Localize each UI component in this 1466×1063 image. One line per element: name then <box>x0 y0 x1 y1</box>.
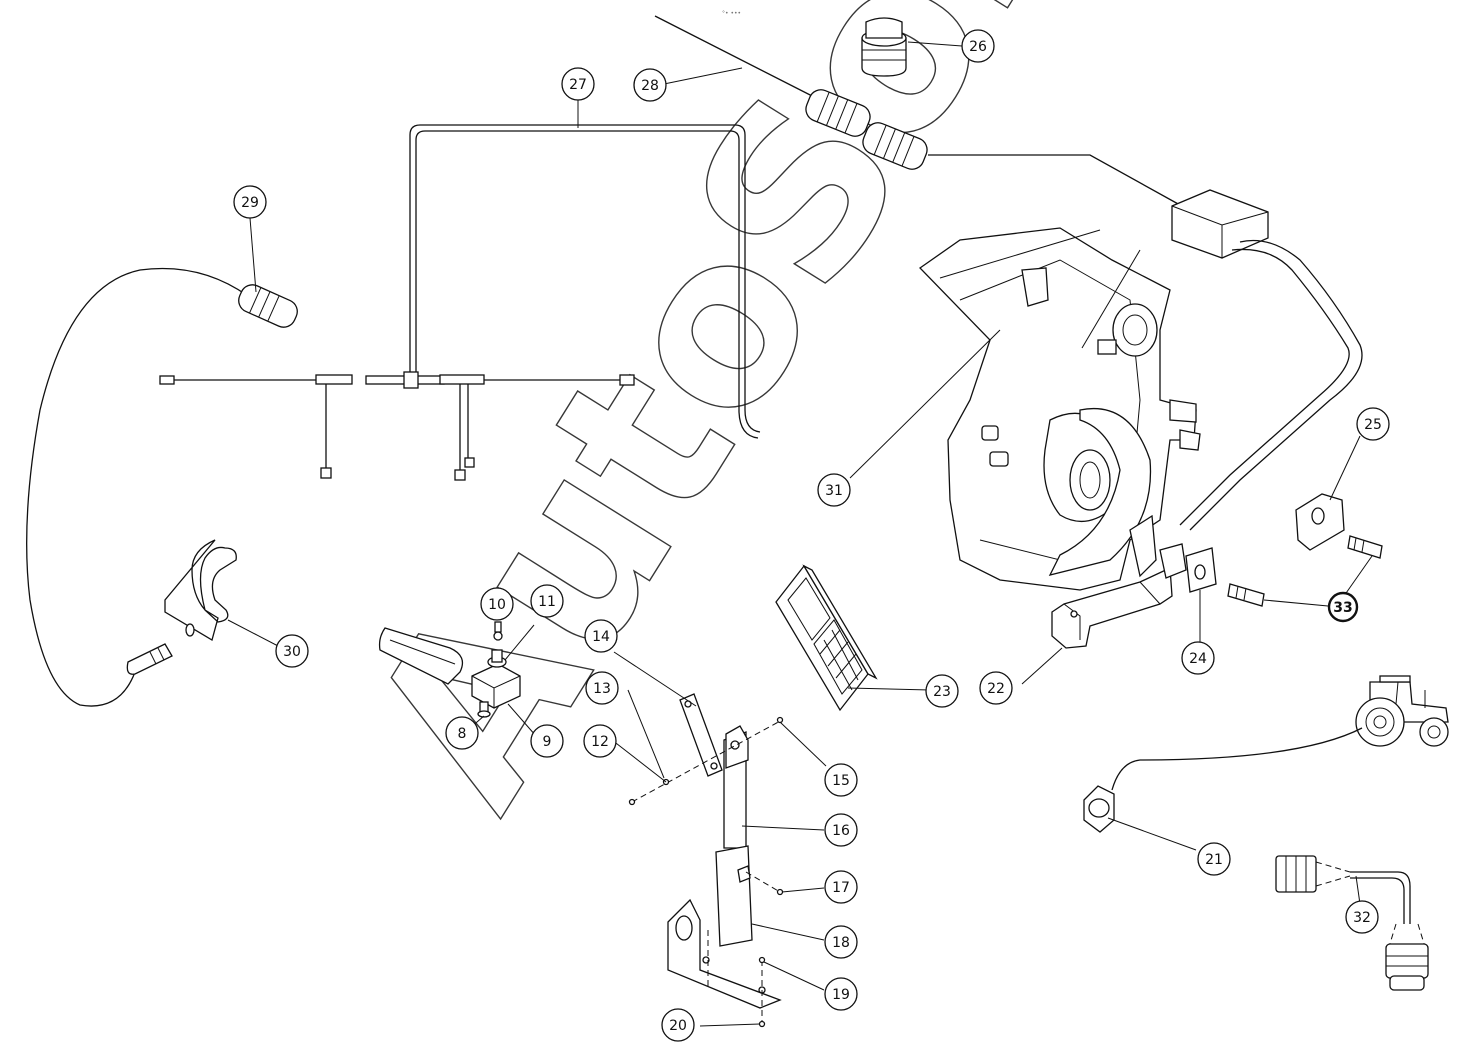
frame-31 <box>849 227 1201 591</box>
callout-12: 12 <box>583 724 617 758</box>
callout-24: 24 <box>1181 641 1215 675</box>
svg-text:11: 11 <box>538 594 556 610</box>
callout-11: 11 <box>530 584 564 618</box>
svg-text:25: 25 <box>1364 417 1382 433</box>
adapter-32 <box>1275 855 1429 991</box>
svg-text:8: 8 <box>458 726 467 742</box>
callout-15: 15 <box>824 763 858 797</box>
terminal-23 <box>775 564 931 712</box>
connector-26 <box>861 17 963 77</box>
callout-31: 31 <box>817 473 851 507</box>
svg-text:17: 17 <box>832 880 850 896</box>
svg-text:30: 30 <box>283 644 301 660</box>
callout-30: 30 <box>275 634 309 668</box>
svg-text:21: 21 <box>1205 852 1223 868</box>
svg-text:20: 20 <box>669 1018 687 1034</box>
callout-18: 18 <box>824 925 858 959</box>
svg-text:16: 16 <box>832 823 850 839</box>
svg-text:14: 14 <box>592 629 610 645</box>
svg-text:32: 32 <box>1353 910 1371 926</box>
bracket-22 <box>1021 514 1187 685</box>
svg-text:27: 27 <box>569 77 587 93</box>
callout-22: 22 <box>979 671 1013 705</box>
callout-10: 10 <box>480 587 514 621</box>
callout-33: 33 <box>1327 591 1359 623</box>
svg-text:15: 15 <box>832 773 850 789</box>
callout-29: 29 <box>233 185 267 219</box>
svg-text:°• •••: °• ••• <box>722 10 741 17</box>
svg-text:28: 28 <box>641 78 659 94</box>
callout-28: 28 <box>633 68 667 102</box>
callout-27: 27 <box>561 67 595 101</box>
svg-text:19: 19 <box>832 987 850 1003</box>
svg-text:13: 13 <box>593 681 611 697</box>
harness-27 <box>409 100 761 439</box>
bracket-30 <box>126 539 281 675</box>
svg-text:12: 12 <box>591 734 609 750</box>
svg-text:33: 33 <box>1333 600 1352 616</box>
callout-26: 26 <box>961 29 995 63</box>
svg-text:29: 29 <box>241 195 259 211</box>
callout-16: 16 <box>824 813 858 847</box>
page-tag: °• ••• <box>722 10 741 17</box>
t-harness <box>159 371 635 481</box>
callout-8: 8 <box>445 716 479 750</box>
callout-19: 19 <box>824 977 858 1011</box>
svg-text:10: 10 <box>488 597 506 613</box>
callout-9: 9 <box>530 724 564 758</box>
callout-13: 13 <box>585 671 619 705</box>
callout-32: 32 <box>1345 900 1379 934</box>
spacer-24 <box>1185 547 1217 644</box>
studs-33 <box>1227 535 1383 607</box>
harness-28 <box>654 15 1363 531</box>
socket-21 <box>1083 785 1197 851</box>
clamp-assembly <box>378 612 537 737</box>
clamp-25 <box>1295 435 1361 551</box>
callout-23: 23 <box>925 674 959 708</box>
svg-text:23: 23 <box>933 684 951 700</box>
callout-25: 25 <box>1356 407 1390 441</box>
svg-text:22: 22 <box>987 681 1005 697</box>
callout-20: 20 <box>661 1008 695 1042</box>
callout-21: 21 <box>1197 842 1231 876</box>
svg-text:18: 18 <box>832 935 850 951</box>
svg-text:9: 9 <box>543 734 552 750</box>
svg-text:31: 31 <box>825 483 843 499</box>
svg-text:24: 24 <box>1189 651 1207 667</box>
callout-17: 17 <box>824 870 858 904</box>
cable-29 <box>26 217 298 707</box>
svg-text:26: 26 <box>969 39 987 55</box>
tractor-icon <box>1111 675 1449 791</box>
stand-assembly <box>611 651 827 1028</box>
callout-14: 14 <box>584 619 618 653</box>
